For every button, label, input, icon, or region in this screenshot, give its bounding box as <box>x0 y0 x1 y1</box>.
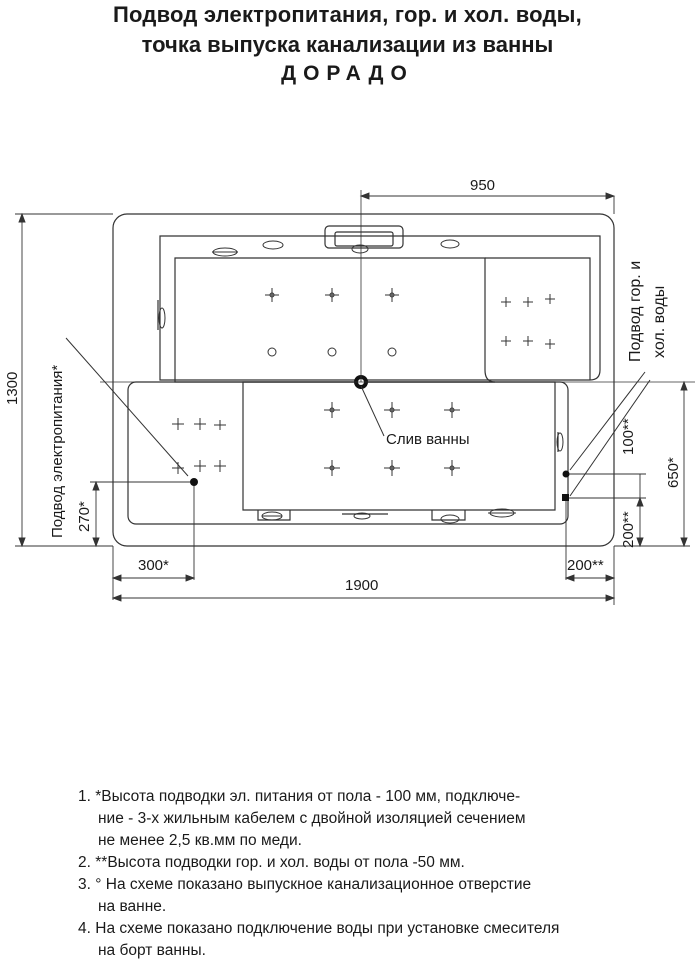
note-4-cont-1: на борт ванны. <box>98 942 206 959</box>
note-1: 1. *Высота подводки эл. питания от пола … <box>78 788 521 805</box>
model-name: ДОРАДО <box>281 62 414 85</box>
dim-100: 100** <box>620 418 637 455</box>
dim-200: 200** <box>567 557 604 574</box>
dim-1900: 1900 <box>345 577 378 594</box>
power-supply-label: Подвод электропитания* <box>49 365 66 538</box>
dim-1300: 1300 <box>4 372 21 405</box>
note-3: 3. ° На схеме показано выпускное канализ… <box>78 876 532 893</box>
title-line-2: точка выпуска канализации из ванны <box>141 32 554 57</box>
drain-label: Слив ванны <box>386 431 470 448</box>
center-lines <box>100 190 695 383</box>
title-line-1: Подвод электропитания, гор. и хол. воды, <box>113 2 582 27</box>
power-supply-point <box>65 337 198 486</box>
water-supply-label-1: Подвод гор. и <box>627 261 644 362</box>
water-supply-points <box>562 371 651 501</box>
dim-270: 270* <box>76 501 93 532</box>
note-2: 2. **Высота подводки гор. и хол. воды от… <box>78 854 465 871</box>
dim-300: 300* <box>138 557 169 574</box>
bath-layout-drawing: Слив ванны <box>4 177 695 605</box>
dim-950: 950 <box>470 177 495 194</box>
dimension-lines <box>15 192 690 605</box>
jet-nozzles <box>158 239 564 524</box>
water-supply-label-2: хол. воды <box>651 286 668 358</box>
notes-list: 1. *Высота подводки эл. питания от пола … <box>78 786 559 962</box>
note-3-cont-1: на ванне. <box>98 898 167 915</box>
dim-200-right: 200** <box>620 511 637 548</box>
drain-outlet <box>354 375 385 437</box>
note-1-cont-1: ние - 3-х жильным кабелем с двойной изол… <box>98 810 526 827</box>
note-1-cont-2: не менее 2,5 кв.мм по меди. <box>98 832 302 849</box>
dim-650: 650* <box>665 457 682 488</box>
note-4: 4. На схеме показано подключение воды пр… <box>78 920 560 937</box>
